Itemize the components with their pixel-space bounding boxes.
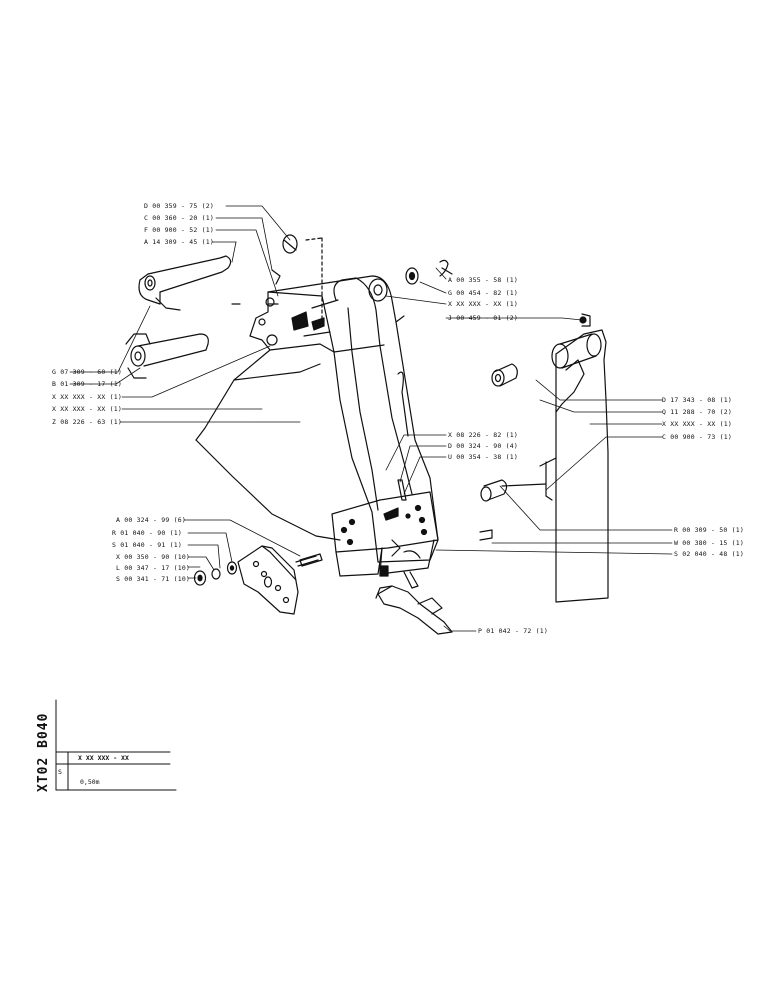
callout-label: X XX XXX - XX (1): [52, 393, 122, 401]
upper-pin: [138, 234, 298, 311]
callout-label: X XX XXX - XX (1): [662, 420, 732, 428]
callout-label: S 01 040 - 91 (1): [112, 541, 182, 549]
callout-label: U 00 354 - 38 (1): [448, 453, 518, 461]
scraper-blade: [479, 313, 609, 603]
callout-label: A 00 324 - 99 (6): [116, 516, 186, 524]
callout-label: R 01 040 - 90 (1): [112, 529, 182, 537]
callout-label: S 02 040 - 48 (1): [674, 550, 744, 558]
reference-code: X XX XXX - XX: [78, 754, 129, 762]
foot-lever: [375, 571, 453, 635]
base-block: [331, 479, 439, 577]
dimension-label: 0,50m: [80, 778, 100, 786]
callout-label: F 00 900 - 52 (1): [144, 226, 214, 234]
callout-label: C 00 360 - 20 (1): [144, 214, 214, 222]
callout-label: Z 08 226 - 63 (1): [52, 418, 122, 426]
leader-lines-right: [385, 267, 673, 632]
callout-label: X 00 350 - 90 (10): [116, 553, 191, 561]
middle-pin: [125, 333, 209, 379]
callout-label: D 00 324 - 90 (4): [448, 442, 518, 450]
wing-panel: [195, 237, 341, 541]
callout-label: X 08 226 - 82 (1): [448, 431, 518, 439]
callout-label: C 00 900 - 73 (1): [662, 433, 732, 441]
callout-label: S 00 341 - 71 (10): [116, 575, 191, 583]
callout-label: J 00 459 - 01 (2): [448, 314, 518, 322]
drawing-code: XT02 B040: [36, 712, 51, 792]
frame-bushing: [368, 259, 453, 302]
callout-label: Q 11 288 - 70 (2): [662, 408, 732, 416]
callout-label: G 07 309 - 60 (1): [52, 368, 122, 376]
callout-label: D 00 359 - 75 (2): [144, 202, 214, 210]
callout-label: G 00 454 - 82 (1): [448, 289, 518, 297]
callout-label: A 00 355 - 58 (1): [448, 276, 518, 284]
callout-label: X XX XXX - XX (1): [448, 300, 518, 308]
callout-label: R 00 309 - 50 (1): [674, 526, 744, 534]
callout-label: B 01 309 - 17 (1): [52, 380, 122, 388]
mount-bracket: [193, 545, 323, 615]
callout-label: A 14 309 - 45 (1): [144, 238, 214, 246]
callout-label: D 17 343 - 08 (1): [662, 396, 732, 404]
main-frame: [267, 275, 439, 563]
callout-label: X XX XXX - XX (1): [52, 405, 122, 413]
callout-label: P 01 042 - 72 (1): [478, 627, 548, 635]
leader-lines: [69, 205, 301, 579]
title-block-lines: [55, 699, 177, 791]
callout-label: L 00 347 - 17 (10): [116, 564, 191, 572]
marker-label: S: [58, 768, 62, 776]
callout-label: W 00 380 - 15 (1): [674, 539, 744, 547]
